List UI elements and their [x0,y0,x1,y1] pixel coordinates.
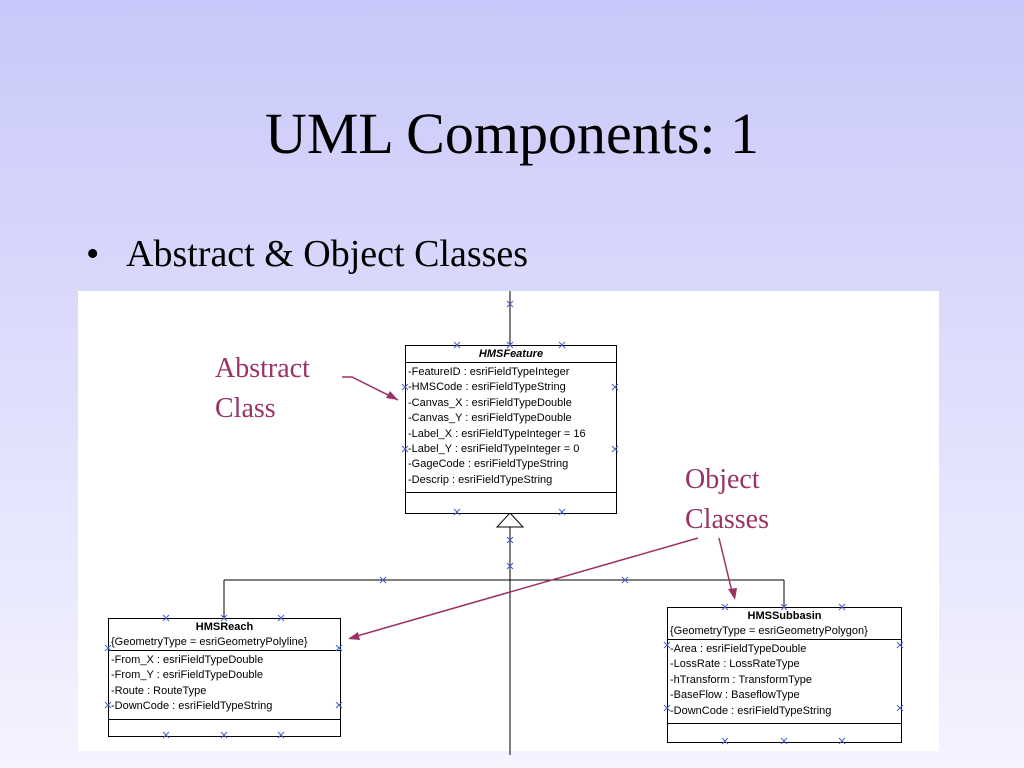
class-name: HMSFeature [406,346,616,363]
selection-handle-mark [896,641,904,649]
object-classes-label: Object Classes [685,460,769,540]
selection-handle-mark [506,562,514,570]
annotation-line: Classes [685,504,769,535]
attribute: -HMSCode : esriFieldTypeString [408,381,566,394]
attribute: -GageCode : esriFieldTypeString [408,458,569,471]
attribute: -BaseFlow : BaseflowType [670,689,800,702]
attribute: -FeatureID : esriFieldTypeInteger [408,366,570,378]
selection-handle-mark [663,704,671,712]
attribute: -LossRate : LossRateType [670,658,800,671]
object-arrow-line-subbasin [718,537,734,597]
selection-handle-mark [277,614,285,622]
selection-handle-mark [453,508,461,516]
selection-handle-mark [220,614,228,622]
selection-handle-mark [453,341,461,349]
selection-handle-mark [335,701,343,709]
selection-handle-mark [838,737,846,745]
selection-handle-mark [721,737,729,745]
attribute: -From_X : esriFieldTypeDouble [111,654,264,666]
selection-handle-mark [663,641,671,649]
class-name: HMSSubbasin [747,610,822,622]
selection-handle-mark [104,701,112,709]
abstract-arrow-head [386,391,398,400]
attribute: -Label_Y : esriFieldTypeInteger = 0 [408,443,580,456]
class-hmssubbasin[interactable]: HMSSubbasin {GeometryType = esriGeometry… [667,607,902,743]
attribute: -Canvas_X : esriFieldTypeDouble [408,396,572,409]
attribute: -hTransform : TransformType [670,673,813,686]
selection-handle-mark [401,445,409,453]
generalization-arrowhead [495,512,525,528]
selection-handle-mark [780,737,788,745]
class-tagged-value: {GeometryType = esriGeometryPolygon} [668,624,901,640]
selection-handle-mark [379,576,387,584]
abstract-class-label: Abstract Class [215,349,310,429]
attribute: -Label_X : esriFieldTypeInteger = 16 [408,427,586,440]
attribute-list: -From_X : esriFieldTypeDouble -From_Y : … [109,651,340,720]
selection-handle-mark [335,644,343,652]
selection-handle-mark [838,603,846,611]
object-arrow-head-reach [348,632,360,640]
bullet-item: • Abstract & Object Classes [86,232,528,276]
slide-title: UML Components: 1 [264,101,760,166]
class-name: HMSReach [195,621,254,633]
attribute-list: -FeatureID : esriFieldTypeInteger -HMSCo… [406,363,616,494]
annotation-line: Abstract [215,353,310,384]
selection-handle-mark [611,445,619,453]
selection-handle-mark [780,603,788,611]
selection-handle-mark [104,644,112,652]
class-tagged-value: {GeometryType = esriGeometryPolyline} [109,635,340,651]
selection-handle-mark [506,300,514,308]
selection-handle-mark [558,341,566,349]
selection-handle-mark [896,704,904,712]
annotation-line: Object [685,464,760,495]
attribute: -DownCode : esriFieldTypeString [111,700,273,713]
attribute: -Canvas_Y : esriFieldTypeDouble [408,412,572,425]
annotation-line: Class [215,393,276,424]
selection-handle-mark [220,731,228,739]
selection-handle-mark [611,383,619,391]
selection-handle-mark [162,731,170,739]
selection-handle-mark [506,536,514,544]
selection-handle-mark [506,341,514,349]
attribute: -DownCode : esriFieldTypeString [670,704,832,717]
attribute: -Descrip : esriFieldTypeString [408,473,553,486]
class-hmsreach[interactable]: HMSReach {GeometryType = esriGeometryPol… [108,618,341,737]
selection-handle-mark [621,576,629,584]
bullet-marker: • [86,233,100,275]
object-arrow-head-subbasin [728,588,737,600]
selection-handle-mark [401,383,409,391]
selection-handle-mark [277,731,285,739]
selection-handle-mark [721,603,729,611]
attribute: -Area : esriFieldTypeDouble [670,643,807,655]
attribute-list: -Area : esriFieldTypeDouble -LossRate : … [668,640,901,725]
object-arrow-line-reach [349,537,699,639]
selection-handle-mark [162,614,170,622]
abstract-arrow-line [342,376,399,401]
bullet-text: Abstract & Object Classes [126,233,529,275]
selection-handle-mark [558,508,566,516]
attribute: -From_Y : esriFieldTypeDouble [111,669,264,682]
class-hmsfeature[interactable]: HMSFeature -FeatureID : esriFieldTypeInt… [405,345,617,514]
attribute: -Route : RouteType [111,684,207,697]
